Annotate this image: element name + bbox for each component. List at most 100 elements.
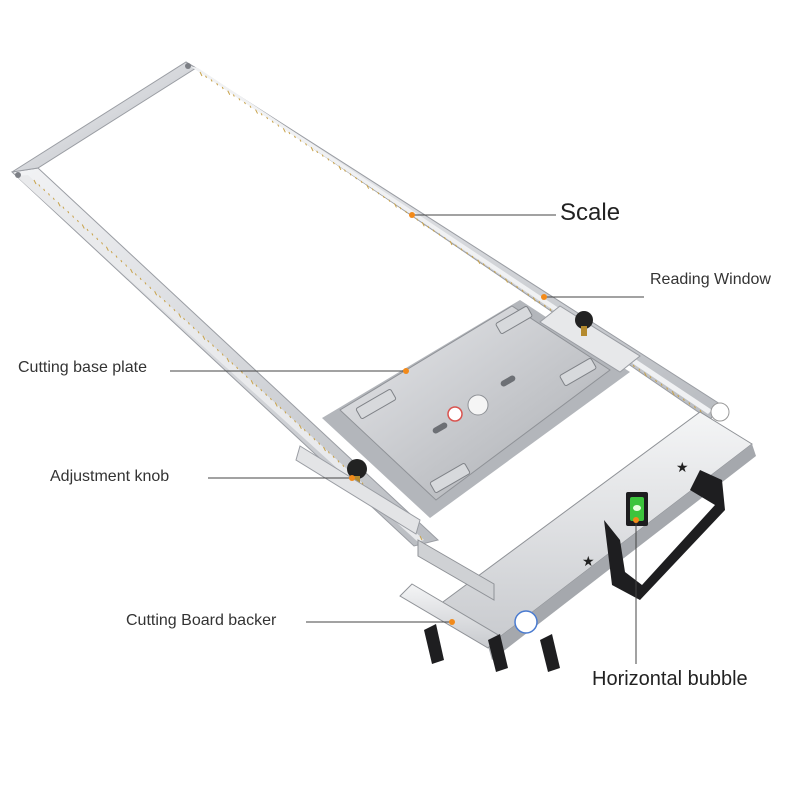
bar-sticker-icon <box>710 402 730 422</box>
ruler-tick <box>115 255 118 258</box>
ruler-tick <box>382 195 385 199</box>
ruler-tick <box>255 109 259 114</box>
ruler-tick <box>269 397 272 401</box>
ruler-tick <box>638 368 641 371</box>
ruler-tick <box>477 259 481 265</box>
ruler-tick <box>321 154 324 157</box>
ruler-tick <box>318 442 321 445</box>
adjustment-knob <box>295 445 421 535</box>
ruler-tick <box>231 362 234 365</box>
ruler-tick <box>660 383 663 386</box>
ruler-tick <box>62 206 65 209</box>
ruler-tick <box>236 366 239 370</box>
ruler-tick <box>250 380 254 385</box>
callout-leaders <box>170 212 644 664</box>
ruler-tick <box>355 176 358 180</box>
ruler-tick <box>399 206 402 210</box>
ruler-tick <box>313 437 316 441</box>
knob-icon <box>347 459 367 479</box>
ruler-tick <box>33 179 37 185</box>
ruler-tick <box>516 285 519 289</box>
clamp <box>495 306 533 334</box>
ruler-tick <box>405 210 408 214</box>
callout-reading-window: Reading Window <box>650 271 771 288</box>
ruler-tick <box>163 299 166 303</box>
ruler-tick <box>338 165 342 171</box>
ruler-tick <box>327 451 330 454</box>
dot-plate <box>403 368 409 374</box>
ruler-tick <box>488 267 491 270</box>
ruler-tick <box>197 331 200 334</box>
left-rail <box>10 167 440 547</box>
corner-screw <box>185 63 191 69</box>
ruler-tick <box>144 282 147 285</box>
plate-slot <box>432 422 448 434</box>
ruler-tick <box>192 326 195 330</box>
ruler-tick <box>265 393 268 396</box>
ruler-tick <box>632 364 635 368</box>
ruler-tick <box>149 286 152 290</box>
ruler-tick <box>332 455 335 459</box>
dot-knob <box>349 475 355 481</box>
ruler-tick <box>527 293 530 296</box>
ruler-tick <box>337 460 340 463</box>
clamp <box>429 463 471 493</box>
ruler-tick <box>323 446 326 452</box>
ruler-tick <box>288 131 291 135</box>
corner-screw <box>15 172 21 178</box>
ruler-tick <box>159 295 161 298</box>
ruler-tick <box>202 335 206 340</box>
callout-scale: Scale <box>560 199 621 226</box>
plate-sticker-icon <box>447 406 463 422</box>
ruler-tick <box>134 273 137 276</box>
ruler-tick <box>227 90 231 96</box>
ruler-tick <box>154 291 158 296</box>
cutting-base-plate <box>322 300 630 518</box>
ruler-tick <box>682 398 685 401</box>
ruler-tick <box>274 402 278 407</box>
ruler-tick <box>212 344 214 347</box>
cross-bar: ★ ★ <box>431 402 756 660</box>
ruler-tick <box>86 228 89 232</box>
ruler-tick <box>649 375 652 379</box>
ruler-tick <box>460 248 463 251</box>
ruler-tick <box>260 113 263 116</box>
ruler-tick <box>332 161 335 165</box>
ruler-tick <box>199 71 203 77</box>
dot-backer <box>449 619 455 625</box>
ruler-tick <box>173 308 176 312</box>
ruler-tick <box>221 86 224 90</box>
ruler-tick <box>101 242 103 245</box>
ruler-tick <box>205 75 208 78</box>
ruler-tick <box>284 411 287 414</box>
ruler-tick <box>76 219 79 223</box>
plate-slot <box>500 375 516 387</box>
ruler-tick <box>343 169 346 172</box>
ruler-tick <box>643 372 647 377</box>
ruler-tick <box>245 375 248 379</box>
cutting-board-backer <box>399 539 560 672</box>
ruler-tick <box>482 263 485 266</box>
ruler-tick <box>303 428 306 432</box>
ruler-tick <box>232 94 235 97</box>
ruler-tick <box>419 535 423 541</box>
ruler-tick <box>388 199 391 202</box>
ruler-tick <box>210 79 213 82</box>
ruler-tick <box>216 348 219 352</box>
ruler-tick <box>298 424 302 429</box>
ruler-tick <box>505 278 509 283</box>
ruler-tick <box>221 353 224 356</box>
ruler-tick <box>455 244 458 247</box>
dot-reading <box>541 294 547 300</box>
ruler-tick <box>216 83 219 86</box>
ruler-tick <box>427 225 430 229</box>
knob-icon <box>575 311 593 329</box>
ruler-tick <box>677 394 680 398</box>
ruler-tick <box>366 184 370 189</box>
ruler-tick <box>510 282 513 285</box>
ruler-tick <box>538 300 541 304</box>
callout-horizontal-bubble: Horizontal bubble <box>592 668 748 690</box>
ruler-tick <box>266 116 269 120</box>
dot-scale <box>409 212 415 218</box>
reading-window-block <box>539 305 641 373</box>
